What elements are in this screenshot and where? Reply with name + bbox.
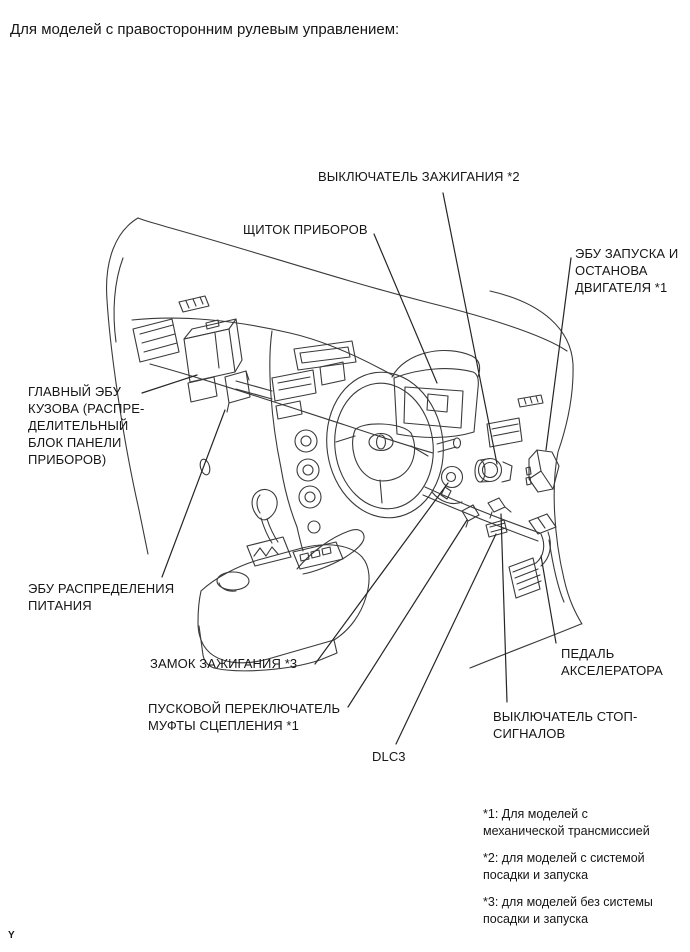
left-air-vent xyxy=(132,318,180,363)
label-accelerator-pedal: ПЕДАЛЬ АКСЕЛЕРАТОРА xyxy=(561,646,663,678)
defroster-vent xyxy=(178,295,210,313)
label-clutch-start-switch: ПУСКОВОЙ ПЕРЕКЛЮЧАТЕЛЬ МУФТЫ СЦЕПЛЕНИЯ *… xyxy=(148,701,341,733)
page-marker: Y xyxy=(8,930,15,941)
label-power-distribution-ecu: ЭБУ РАСПРЕДЕЛЕНИЯ ПИТАНИЯ xyxy=(28,581,175,613)
center-console-drawing xyxy=(197,488,370,672)
page-header: Для моделей с правосторонним рулевым упр… xyxy=(10,21,400,38)
label-ignition-lock: ЗАМОК ЗАЖИГАНИЯ *3 xyxy=(150,656,298,671)
footnote-2: *2: для моделей с системой посадки и зап… xyxy=(483,851,645,882)
dashboard-body-outline xyxy=(105,217,583,669)
footnote-1: *1: Для моделей с механической трансмисс… xyxy=(483,807,650,838)
ignition-switch-drawing xyxy=(474,457,513,483)
callout-leader-lines xyxy=(141,192,572,745)
label-instrument-panel: ЩИТОК ПРИБОРОВ xyxy=(243,222,368,237)
label-ignition-switch: ВЫКЛЮЧАТЕЛЬ ЗАЖИГАНИЯ *2 xyxy=(318,169,520,184)
label-engine-start-stop-ecu: ЭБУ ЗАПУСКА И ОСТАНОВА ДВИГАТЕЛЯ *1 xyxy=(575,246,679,295)
clutch-start-switch-drawing xyxy=(461,504,480,528)
accelerator-pedal-drawing xyxy=(508,513,557,599)
right-air-vent xyxy=(486,394,544,448)
power-distribution-ecu-drawing xyxy=(224,370,251,413)
label-stop-light-switch: ВЫКЛЮЧАТЕЛЬ СТОП- СИГНАЛОВ xyxy=(493,709,638,741)
main-body-ecu-drawing xyxy=(183,318,243,403)
footnote-3: *3: для моделей без системы посадки и за… xyxy=(483,895,653,926)
engine-start-stop-ecu-drawing xyxy=(525,449,560,493)
label-dlc3: DLC3 xyxy=(372,749,406,764)
stop-light-switch-drawing xyxy=(487,497,512,519)
steering-wheel-drawing xyxy=(326,371,462,519)
center-stack xyxy=(269,330,357,552)
label-main-body-ecu: ГЛАВНЫЙ ЭБУ КУЗОВА (РАСПРЕ- ДЕЛИТЕЛЬНЫЙ … xyxy=(28,384,145,467)
ignition-lock-drawing xyxy=(431,465,464,505)
dlc3-connector-drawing xyxy=(485,519,508,538)
instrument-cluster-drawing xyxy=(391,349,481,438)
